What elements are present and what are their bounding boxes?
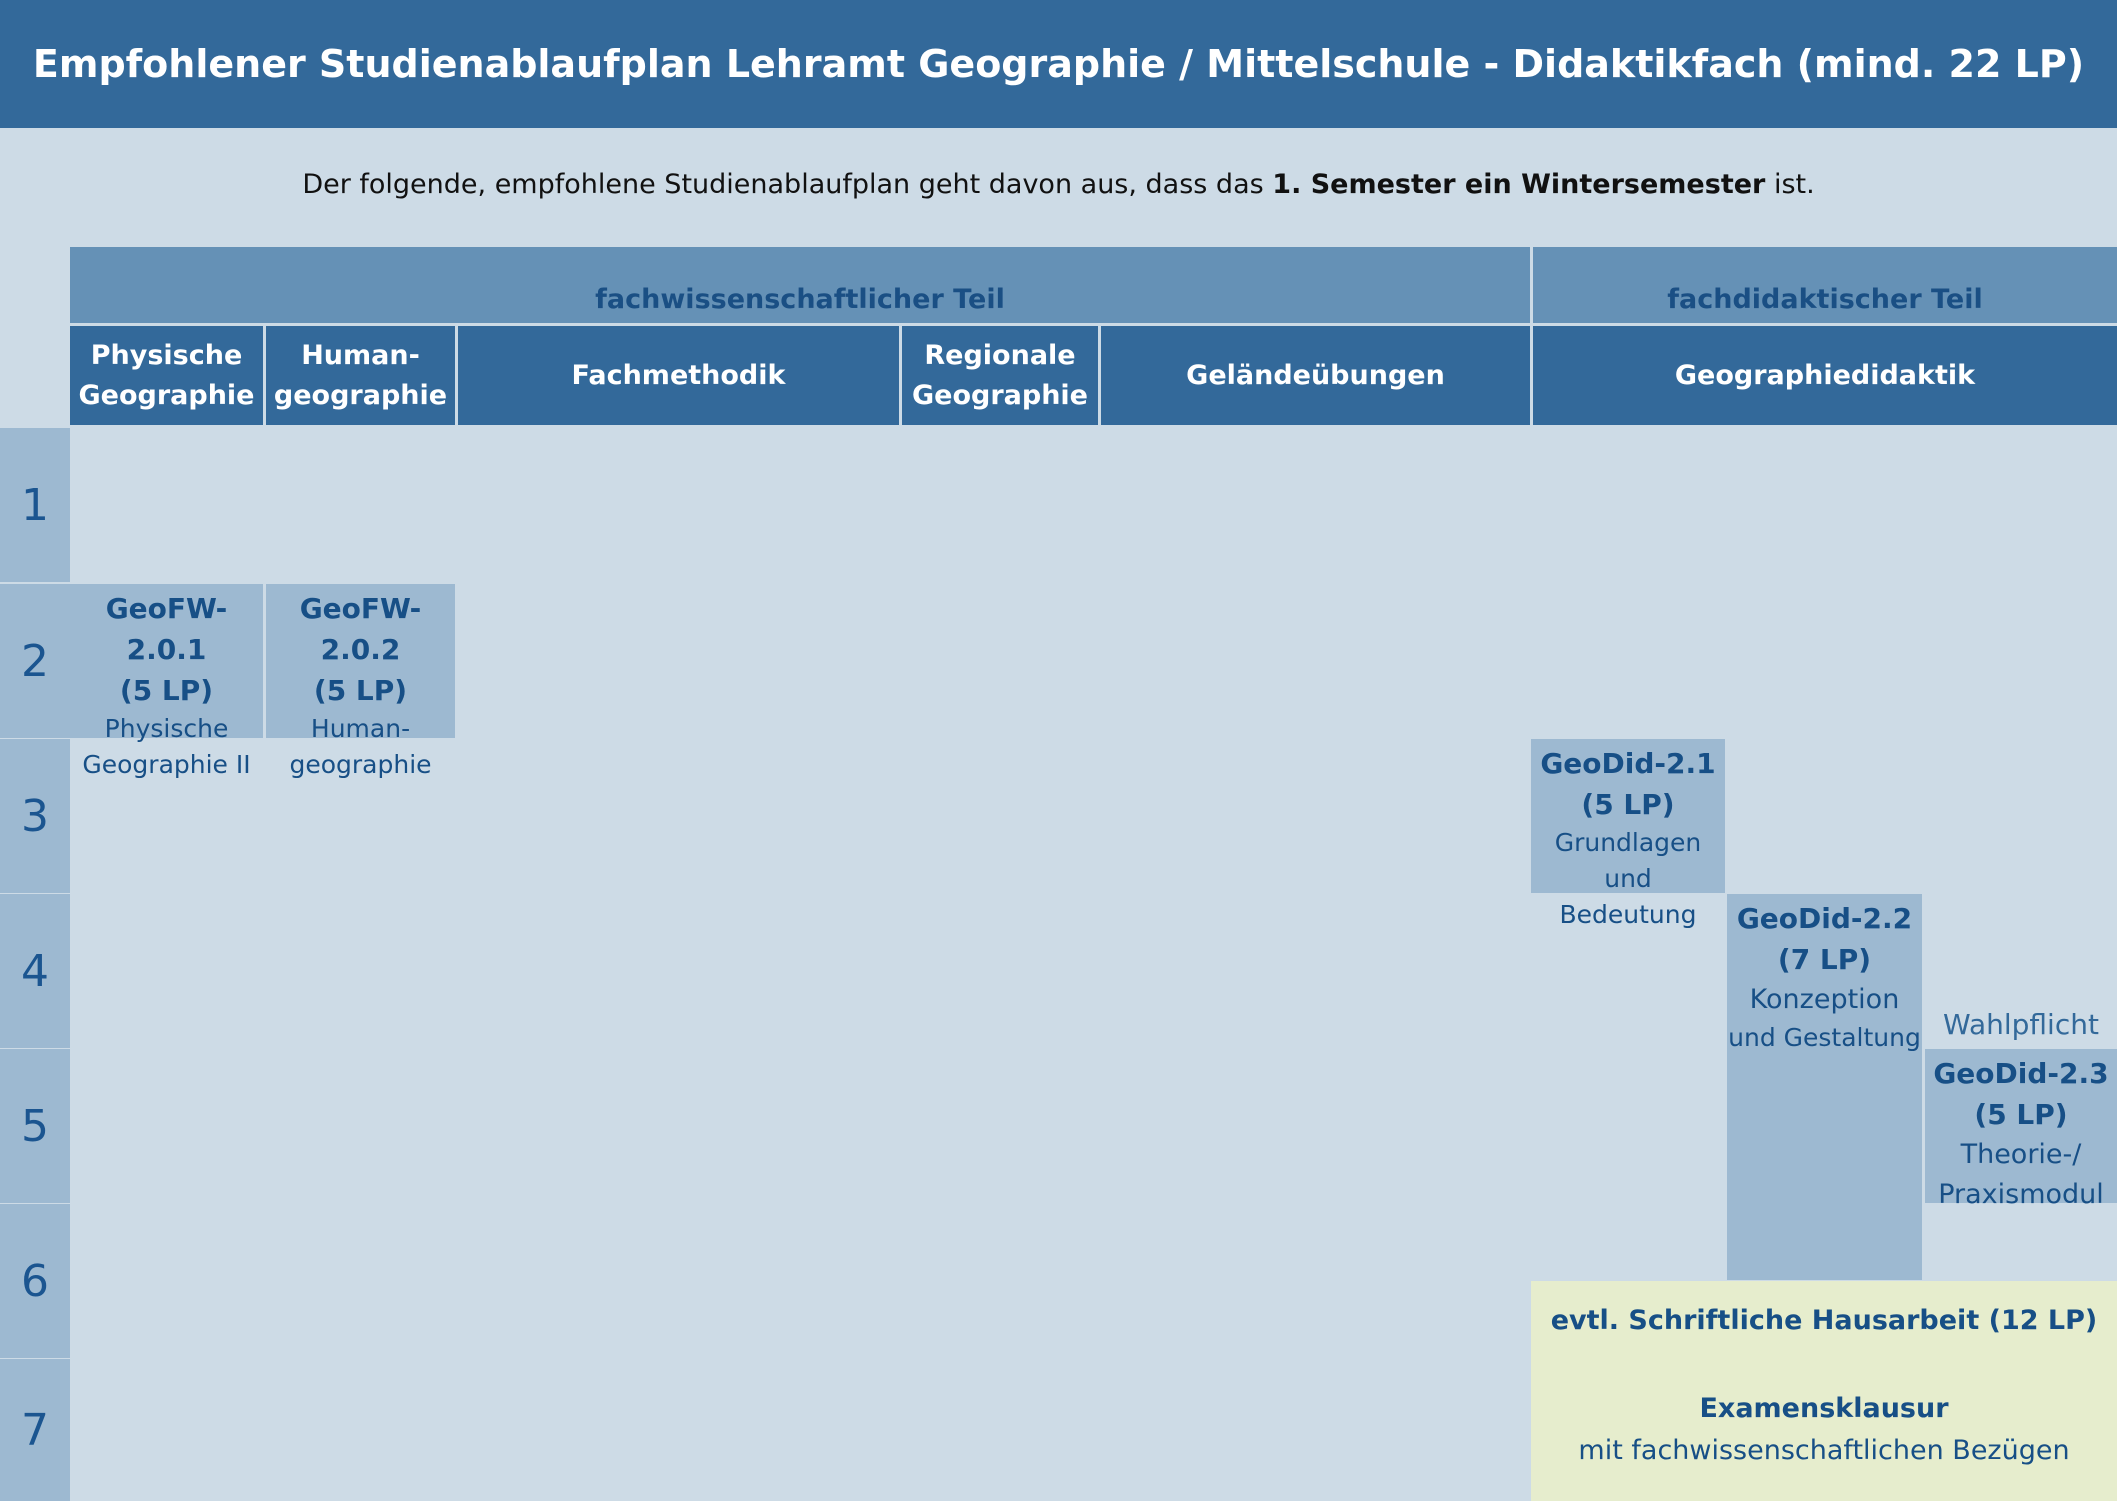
module-name-line1: Human- <box>310 714 411 743</box>
module-geodid-2-1: GeoDid-2.1 (5 LP) Grundlagen und Bedeutu… <box>1531 739 1725 929</box>
examensklausur-subtitle: mit fachwissenschaftlichen Bezügen <box>1578 1435 2070 1466</box>
wahlpflicht-label: Wahlpflicht <box>1943 1008 2099 1041</box>
hausarbeit-box: evtl. Schriftliche Hausarbeit (12 LP) <box>1531 1281 2117 1359</box>
page-title: Empfohlener Studienablaufplan Lehramt Ge… <box>0 0 2117 128</box>
examensklausur-box: Examensklausur mit fachwissenschaftliche… <box>1531 1359 2117 1501</box>
column-geographiedidaktik: Geographiedidaktik <box>1533 326 2117 425</box>
part-fachdidaktik: fachdidaktischer Teil <box>1533 247 2117 323</box>
module-name-line1: Grundlagen und <box>1554 828 1702 893</box>
module-lp: (7 LP) <box>1777 943 1872 976</box>
hausarbeit-label: evtl. Schriftliche Hausarbeit (12 LP) <box>1550 1304 2098 1336</box>
part-fachwissenschaft: fachwissenschaftlicher Teil <box>70 247 1530 323</box>
semester-label-3: 3 <box>0 739 70 893</box>
module-name-line2: Praxismodul <box>1938 1179 2104 1210</box>
module-code: GeoDid-2.1 <box>1540 747 1716 780</box>
module-lp: (5 LP) <box>313 674 408 707</box>
module-geodid-2-2: GeoDid-2.2 (7 LP) Konzeption und Gestalt… <box>1727 894 1922 1280</box>
module-name-line2: Geographie II <box>82 750 251 779</box>
module-name-line2: Bedeutung <box>1559 900 1697 929</box>
examensklausur-title: Examensklausur <box>1699 1393 1949 1424</box>
intro-text: Der folgende, empfohlene Studienablaufpl… <box>0 160 2117 210</box>
module-name-line1: Konzeption <box>1749 984 1900 1015</box>
module-lp: (5 LP) <box>119 674 214 707</box>
module-code: GeoDid-2.3 <box>1933 1057 2109 1090</box>
column-physische-line1: Physische <box>90 339 243 371</box>
semester-label-4: 4 <box>0 894 70 1048</box>
column-regionale-line1: Regionale <box>924 339 1076 371</box>
column-human-line1: Human- <box>301 339 420 371</box>
intro-text-after: ist. <box>1765 169 1815 200</box>
module-geofw-2-0-2: GeoFW-2.0.2 (5 LP) Human- geographie <box>266 584 455 779</box>
semester-label-7: 7 <box>0 1359 70 1501</box>
module-code: GeoFW-2.0.2 <box>299 592 422 666</box>
module-name-line1: Physische <box>104 714 229 743</box>
module-code: GeoFW-2.0.1 <box>105 592 228 666</box>
column-humangeographie: Human-geographie <box>266 326 455 425</box>
column-physische-line2: Geographie <box>78 379 255 411</box>
module-name-line1: Theorie-/ <box>1960 1139 2082 1170</box>
semester-label-1: 1 <box>0 428 70 582</box>
column-regionale-line2: Geographie <box>911 379 1088 411</box>
module-code: GeoDid-2.2 <box>1736 902 1913 935</box>
module-geodid-2-3: GeoDid-2.3 (5 LP) Theorie-/ Praxismodul <box>1925 1049 2117 1210</box>
semester-label-2: 2 <box>0 584 70 738</box>
module-geofw-2-0-1: GeoFW-2.0.1 (5 LP) Physische Geographie … <box>70 584 263 779</box>
column-gelaendeuebungen: Geländeübungen <box>1101 326 1530 425</box>
column-fachmethodik: Fachmethodik <box>458 326 899 425</box>
module-name-line2: geographie <box>289 750 432 779</box>
module-name-line2: und Gestaltung <box>1728 1023 1921 1052</box>
intro-text-bold: 1. Semester ein Wintersemester <box>1272 169 1766 200</box>
column-human-line2: geographie <box>273 379 448 411</box>
semester-label-6: 6 <box>0 1204 70 1358</box>
module-lp: (5 LP) <box>1974 1098 2068 1131</box>
semester-label-5: 5 <box>0 1049 70 1203</box>
module-lp: (5 LP) <box>1581 788 1675 821</box>
intro-text-before: Der folgende, empfohlene Studienablaufpl… <box>302 169 1273 200</box>
